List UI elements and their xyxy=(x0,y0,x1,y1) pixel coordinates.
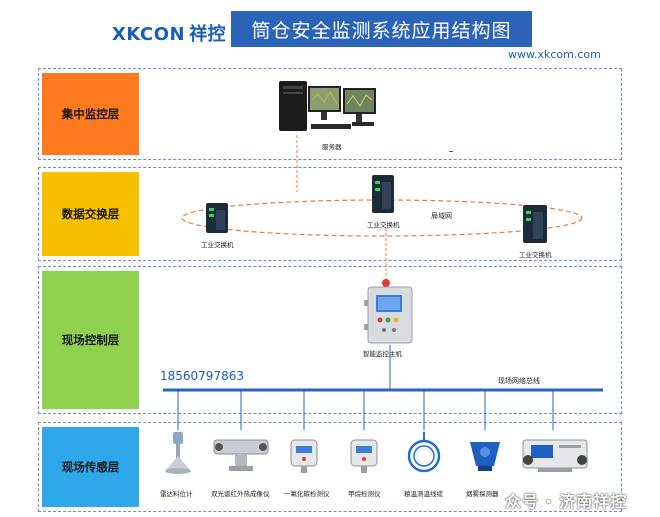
lan-ellipse xyxy=(181,199,583,237)
switch-center-label: 工业交换机 xyxy=(367,221,400,229)
field-bus-label: 现场网络总线 xyxy=(498,377,540,385)
switch-center-icon xyxy=(372,175,394,213)
sensor-label-co: 一氧化碳检测仪 xyxy=(284,490,330,498)
frame-control xyxy=(38,266,622,414)
sensor-label-thermal: 双光谱红外热成像仪 xyxy=(211,490,270,498)
server-icon xyxy=(279,81,376,131)
switch-right-label: 工业交换机 xyxy=(519,251,552,259)
page-title: 筒仓安全监测系统应用结构图 xyxy=(231,11,532,47)
watermark: 众号 · 济南祥控 xyxy=(505,492,628,511)
layer-label-sensing: 现场传感层 xyxy=(42,427,139,507)
smoke-detector-icon xyxy=(470,442,500,471)
frame-central xyxy=(38,68,622,160)
layer-label-central: 集中监控层 xyxy=(42,73,139,155)
sensor-label-radar: 雷达料位计 xyxy=(160,490,193,498)
radar-level-gauge-icon xyxy=(165,432,191,474)
co-detector-icon xyxy=(290,439,318,473)
controller-label: 智能监控主机 xyxy=(363,350,402,358)
logo-cn: 祥控 xyxy=(189,24,227,45)
controller-icon xyxy=(364,279,413,344)
layer-label-exchange: 数据交换层 xyxy=(42,172,139,256)
logo-text: XKCON xyxy=(112,24,186,45)
frame-exchange xyxy=(38,167,622,261)
small-dash xyxy=(449,151,453,152)
dust-sampler-icon xyxy=(522,439,588,472)
lan-label: 局域网 xyxy=(431,212,452,220)
switch-right-icon xyxy=(523,205,547,243)
phone-number: 18560797863 xyxy=(160,369,244,383)
thermal-camera-icon xyxy=(213,439,269,471)
server-label: 服务器 xyxy=(322,143,342,151)
switch-left-icon xyxy=(206,203,228,233)
switch-left-label: 工业交换机 xyxy=(201,241,234,249)
website-url: www.xkcom.com xyxy=(508,48,601,61)
frame-sensing xyxy=(38,422,622,512)
sensor-label-smoke: 烟雾探测器 xyxy=(466,490,499,498)
sensor-label-methane: 甲烷检测仪 xyxy=(348,490,381,498)
sensor-label-cable: 粮温测温线缆 xyxy=(404,490,443,498)
temperature-cable-icon xyxy=(407,432,441,473)
layer-label-control: 现场控制层 xyxy=(42,271,139,409)
methane-detector-icon xyxy=(350,439,378,473)
